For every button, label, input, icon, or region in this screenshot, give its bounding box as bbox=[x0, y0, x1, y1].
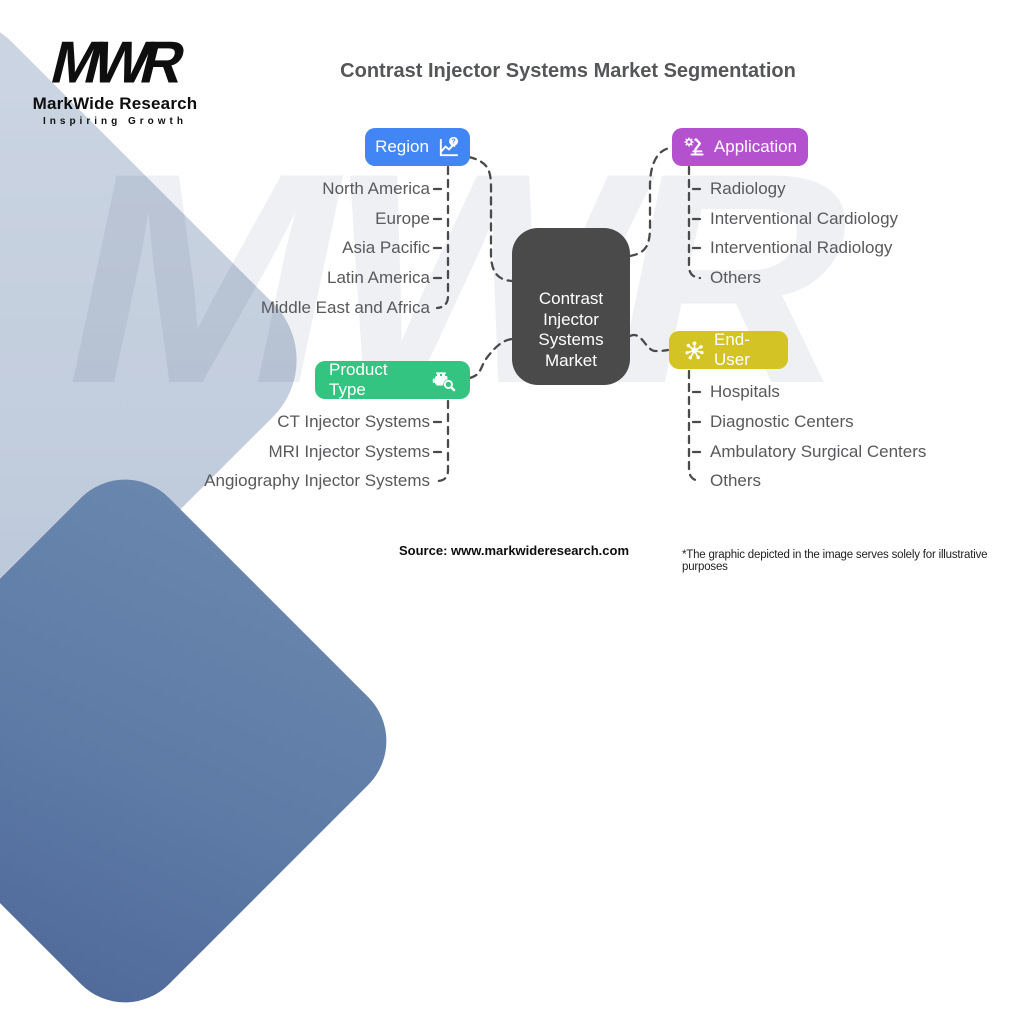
region-item: Middle East and Africa bbox=[260, 298, 430, 317]
center-node: Contrast Injector Systems Market bbox=[512, 228, 630, 385]
product-type-item: CT Injector Systems bbox=[277, 412, 430, 431]
logo-name: MarkWide Research bbox=[32, 94, 198, 113]
application-badge-label: Application bbox=[713, 137, 798, 156]
logo-tagline: Inspiring Growth bbox=[43, 116, 187, 127]
disclaimer-note: *The graphic depicted in the image serve… bbox=[682, 549, 988, 573]
markwide-logo: MWR MarkWide Research Inspiring Growth bbox=[30, 29, 200, 127]
region-badge-label: Region bbox=[375, 137, 429, 156]
branch-badge-end-user: End-User bbox=[669, 330, 788, 369]
branch-badge-application: Application bbox=[672, 128, 808, 166]
branch-badge-region: Region ? bbox=[365, 128, 470, 166]
application-item: Others bbox=[710, 268, 762, 287]
branch-badge-product-type: Product Type bbox=[315, 360, 470, 399]
logo-monogram: MWR bbox=[44, 29, 186, 96]
network-user-icon bbox=[683, 339, 706, 362]
svg-text:?: ? bbox=[451, 137, 455, 145]
end-user-item: Others bbox=[710, 471, 762, 490]
end-user-badge-label: End-User bbox=[714, 330, 750, 369]
region-item: North America bbox=[322, 179, 430, 198]
end-user-item: Diagnostic Centers bbox=[710, 412, 854, 431]
center-node-label: Contrast Injector Systems Market bbox=[538, 289, 604, 370]
application-item: Interventional Cardiology bbox=[710, 209, 899, 228]
region-item: Europe bbox=[375, 209, 430, 228]
source-note: Source: www.markwideresearch.com bbox=[399, 543, 630, 558]
end-user-item: Ambulatory Surgical Centers bbox=[710, 442, 927, 461]
region-item: Asia Pacific bbox=[342, 238, 430, 257]
chart-question-icon: ? bbox=[437, 136, 460, 159]
engine-search-icon bbox=[432, 368, 456, 392]
product-type-item: MRI Injector Systems bbox=[268, 442, 430, 461]
region-item: Latin America bbox=[327, 268, 430, 287]
page-title: Contrast Injector Systems Market Segment… bbox=[340, 60, 796, 82]
product-type-item: Angiography Injector Systems bbox=[204, 471, 430, 490]
end-user-item: Hospitals bbox=[710, 382, 780, 401]
application-item: Interventional Radiology bbox=[710, 238, 893, 257]
microscope-gear-icon bbox=[683, 136, 706, 159]
product-type-badge-label: Product Type bbox=[329, 360, 388, 399]
application-item: Radiology bbox=[710, 179, 786, 198]
